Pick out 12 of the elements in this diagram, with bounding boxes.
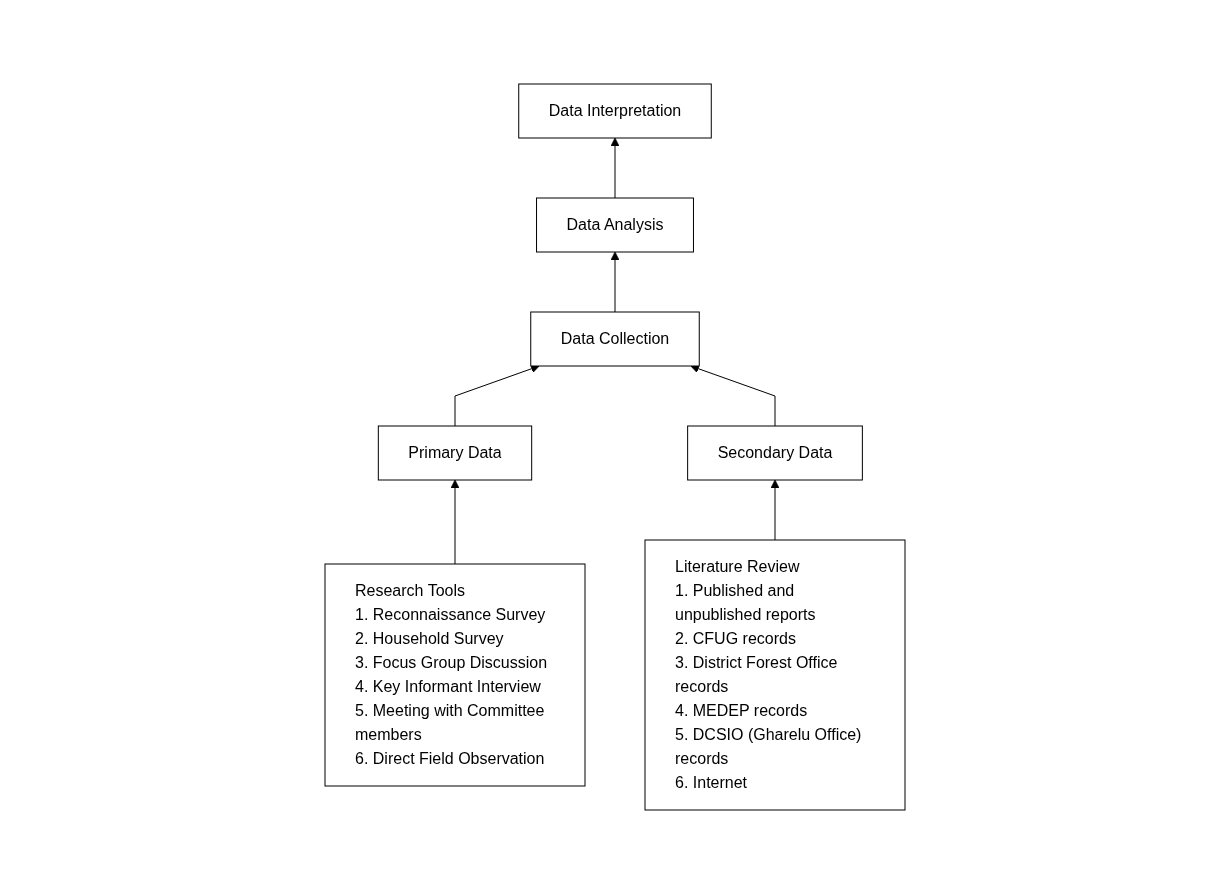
arrow <box>689 364 775 427</box>
arrow <box>770 479 779 541</box>
arrow <box>610 137 619 199</box>
arrow <box>450 479 459 565</box>
node-box: Primary Data <box>377 425 532 481</box>
node-box: Data Collection <box>529 311 700 367</box>
node-box: Data Analysis <box>535 197 694 253</box>
node-box: Research Tools 1. Reconnaissance Survey 2. Household Survey 3. Focus Group Discussion 4. Key Informant Interview 5. Meeting with Committee members 6. Direct Field Observation <box>324 563 585 787</box>
node-box: Data Interpretation <box>517 83 712 139</box>
node-box: Secondary Data <box>686 425 863 481</box>
node-box: Literature Review 1. Published and unpublished reports 2. CFUG records 3. District Forest Office records 4. MEDEP records 5. DCSIO (Gharelu Office) records 6. Internet <box>644 539 905 811</box>
arrow <box>610 251 619 313</box>
